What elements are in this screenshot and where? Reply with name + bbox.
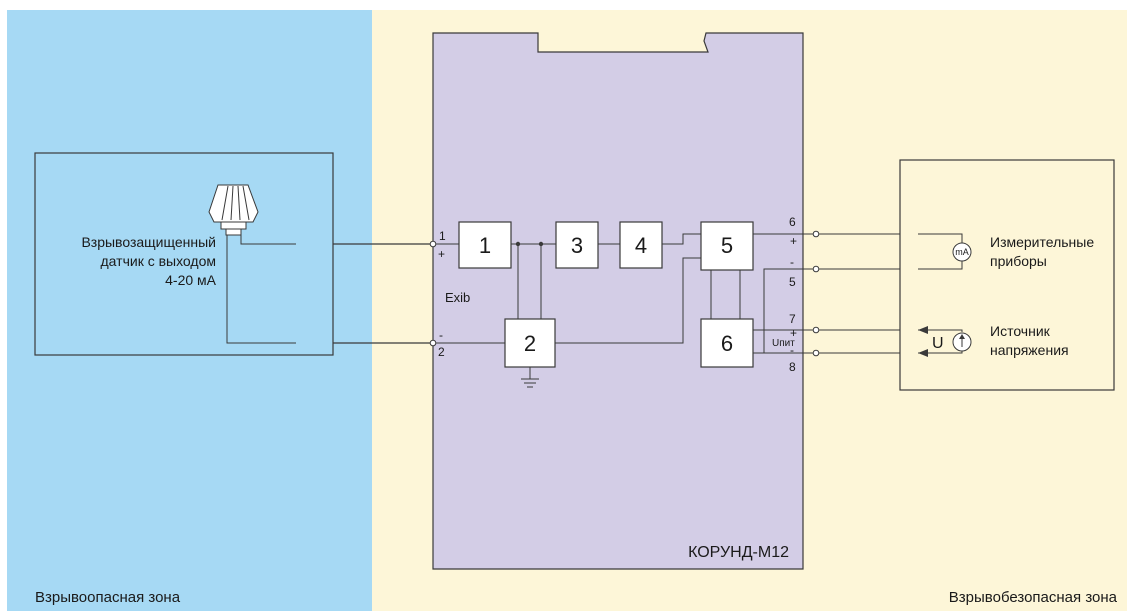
milliammeter-icon: mA: [952, 242, 972, 262]
terminal-2: [429, 339, 437, 347]
terminal-7: [812, 326, 820, 334]
terminal-8: [812, 349, 820, 357]
block-3-label: 3: [571, 233, 583, 258]
source-symbol: U: [932, 335, 944, 352]
device-name: КОРУНД-М12: [688, 544, 789, 561]
terminal-6-label: 6: [789, 215, 796, 229]
hazardous-zone-label: Взрывоопасная зона: [35, 589, 181, 606]
block-1: [458, 221, 512, 269]
block-1-label: 1: [479, 233, 491, 258]
block-6-label: 6: [721, 331, 733, 356]
terminal-2-polarity: -: [439, 328, 443, 342]
terminal-6-polarity: +: [790, 234, 797, 248]
block-4: [619, 221, 663, 269]
source-arrows: [918, 326, 928, 357]
instruments-line1: Измерительные: [990, 234, 1094, 250]
field-wires: [333, 243, 431, 344]
block-6: [700, 318, 754, 368]
voltage-source-icon: [952, 332, 972, 352]
terminal-5-polarity: -: [790, 255, 794, 269]
sensor-icon: [208, 184, 259, 236]
safe-zone-label: Взрывобезопасная зона: [949, 589, 1118, 606]
sensor-box: [34, 152, 334, 356]
block-2: [504, 318, 556, 368]
external-box: [899, 159, 1115, 391]
terminal-5-label: 5: [789, 275, 796, 289]
external-wires: [819, 233, 963, 354]
source-line1: Источник: [990, 323, 1051, 339]
terminal-7-label: 7: [789, 312, 796, 326]
terminal-2-label: 2: [438, 345, 445, 359]
terminal-5: [812, 265, 820, 273]
sensor-label-line2: датчик с выходом: [101, 253, 216, 269]
internal-wires: [436, 233, 813, 388]
terminal-7-polarity: +: [790, 326, 797, 340]
instruments-line2: приборы: [990, 253, 1047, 269]
terminal-8-label: 8: [789, 360, 796, 374]
sensor-wires: [226, 235, 296, 344]
terminal-1: [429, 240, 437, 248]
block-5-label: 5: [721, 233, 733, 258]
source-line2: напряжения: [990, 342, 1069, 358]
device-body: [432, 32, 804, 570]
terminal-1-polarity: +: [438, 247, 445, 261]
terminal-8-polarity: -: [790, 343, 794, 357]
terminal-1-label: 1: [439, 229, 446, 243]
block-5: [700, 221, 754, 271]
block-4-label: 4: [635, 233, 647, 258]
block-2-label: 2: [524, 331, 536, 356]
block-3: [555, 221, 599, 269]
terminal-6: [812, 230, 820, 238]
exib-label: Exib: [445, 290, 470, 305]
supply-label: Uпит: [772, 338, 795, 349]
sensor-label-line3: 4-20 мА: [165, 272, 217, 288]
svg-text:mA: mA: [955, 247, 969, 257]
hazardous-zone: [7, 10, 372, 611]
terminals: [429, 230, 820, 357]
junctions: [515, 241, 544, 247]
sensor-label-line1: Взрывозащищенный: [81, 234, 216, 250]
